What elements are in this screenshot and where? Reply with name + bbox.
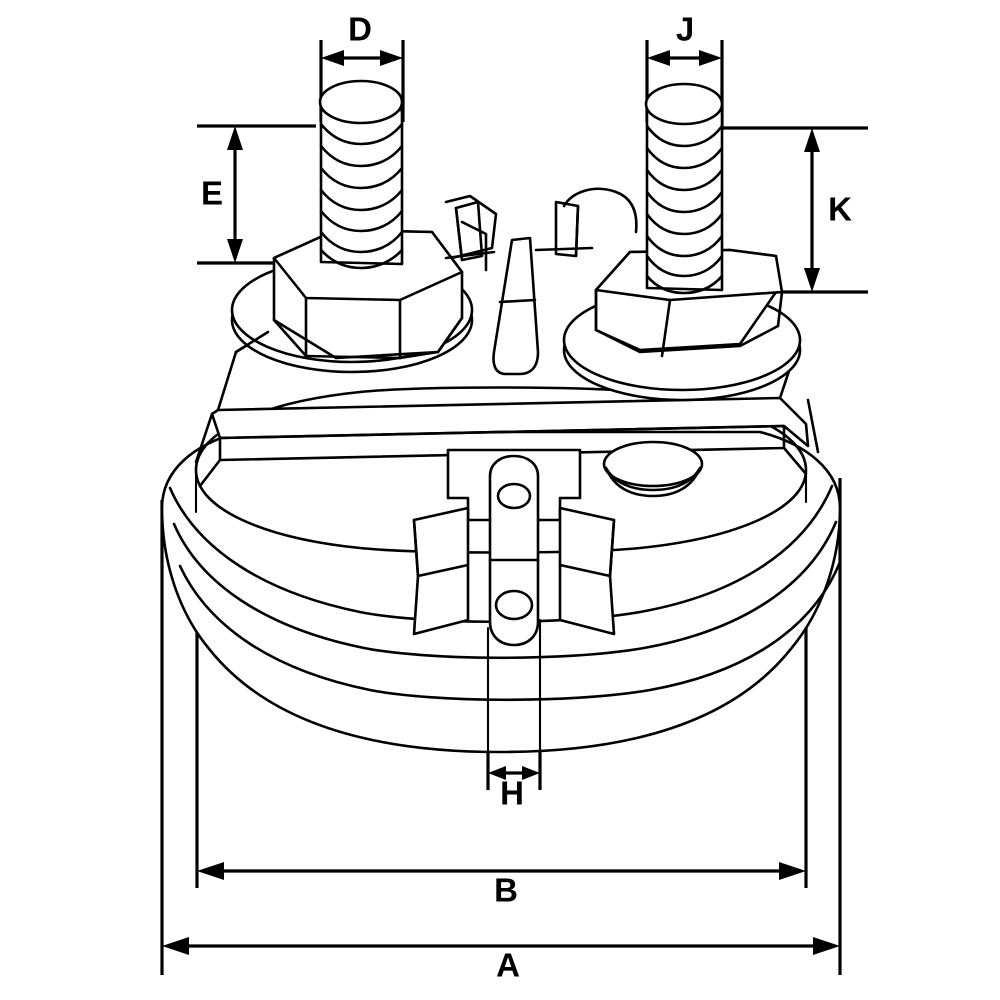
bracket-right-wing-fold (558, 518, 616, 578)
deck-tab-left-edge (454, 206, 464, 262)
left-thread-1 (319, 122, 404, 146)
bracket-hole-upper (496, 482, 532, 510)
right-thread-3 (645, 168, 724, 192)
arrow-e-bottom (227, 239, 243, 263)
arrow-j-left (647, 50, 670, 66)
arrow-k-bottom (804, 268, 820, 292)
boss-bore-highlight (604, 466, 702, 492)
right-stud-threads (645, 124, 724, 295)
arrow-h-right (522, 766, 540, 780)
dim-label-j: J (676, 11, 694, 48)
centre-pin-step (498, 298, 537, 304)
dimension-h: H (488, 766, 540, 812)
dim-label-k: K (828, 191, 852, 228)
deck-base-line-right (534, 246, 594, 252)
flange-left-lower-chamfer (198, 458, 222, 488)
arrow-e-top (227, 126, 243, 150)
dimension-d: D (321, 11, 403, 66)
right-thread-6 (645, 234, 724, 258)
body-step-ring-3 (178, 560, 842, 702)
right-thread-2 (645, 146, 724, 170)
arrow-b-right (779, 862, 806, 880)
dim-label-e: E (201, 175, 223, 212)
right-terminal (562, 82, 802, 402)
left-thread-6 (319, 230, 404, 254)
flange-right-chamfer (806, 398, 820, 454)
bracket-hole-lower (494, 589, 534, 621)
centre-tapered-pin (492, 236, 540, 376)
right-stud-top-face (644, 82, 724, 126)
dimension-a: A (162, 937, 840, 984)
arrow-k-top (804, 128, 820, 152)
right-thread-4 (645, 190, 724, 214)
centre-mounting-bracket (412, 448, 616, 778)
right-thread-7 (645, 254, 724, 278)
deck-hook-right (562, 187, 638, 234)
dimension-e: E (201, 126, 243, 263)
right-thread-1 (645, 124, 724, 148)
right-nut-bottom-front (594, 324, 780, 354)
deck-ledge-left (234, 330, 270, 354)
boss-inner-bore (606, 470, 700, 498)
arrow-h-left (488, 766, 506, 780)
arrow-d-left (321, 50, 344, 66)
right-stud-shaft (645, 106, 724, 292)
left-stud-threads (319, 122, 404, 270)
left-nut-right-lower (436, 316, 464, 354)
dimension-k: K (804, 128, 852, 292)
boss-outer-ellipse (602, 440, 704, 488)
side-boss-hole (602, 440, 704, 498)
left-thread-4 (319, 188, 404, 212)
left-terminal (230, 79, 474, 374)
left-thread-3 (319, 166, 404, 190)
arrow-j-right (699, 50, 722, 66)
flange-right-lower-chamfer (782, 446, 808, 476)
deck-bracket-left (460, 220, 488, 272)
left-stud-top-face (318, 79, 404, 125)
left-thread-2 (319, 144, 404, 168)
left-thread-5 (319, 209, 404, 233)
arrow-a-left (162, 937, 189, 955)
arrow-a-right (813, 937, 840, 955)
arrow-b-left (197, 862, 224, 880)
body-step-ring-2 (172, 520, 838, 660)
centre-deck-details (234, 187, 638, 376)
bracket-left-wing-fold (412, 518, 470, 578)
left-nut-bottom-front (304, 354, 402, 360)
right-thread-5 (645, 212, 724, 236)
right-nut-edge-right (776, 290, 784, 328)
dimension-b: B (197, 862, 806, 909)
dim-label-d: D (348, 11, 372, 48)
left-nut-bottom-left (272, 318, 308, 358)
right-nut-edge-mid (660, 298, 672, 358)
left-thread-7 (319, 248, 404, 270)
dim-label-a: A (496, 947, 520, 984)
flange-left-chamfer (194, 412, 214, 464)
dim-label-b: B (494, 872, 518, 909)
right-thread-8 (645, 274, 724, 295)
dimension-j: J (647, 11, 722, 66)
arrow-d-right (380, 50, 403, 66)
dim-label-h: H (500, 775, 524, 812)
left-nut-bottom-right (398, 350, 440, 360)
deck-ridge-left (444, 194, 498, 260)
